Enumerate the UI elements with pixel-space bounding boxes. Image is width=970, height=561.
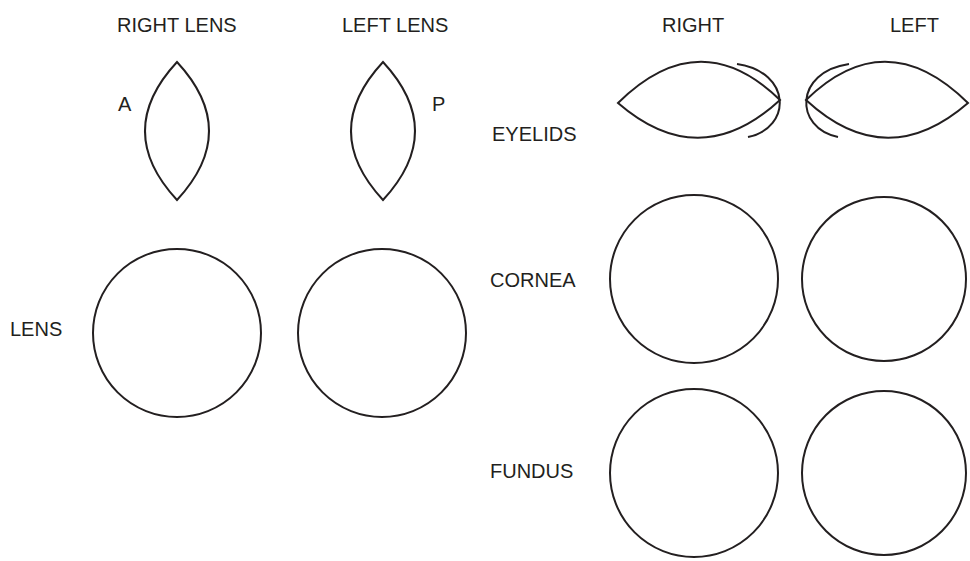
view-label: P: [432, 93, 445, 115]
view-label: LENS: [10, 318, 62, 340]
fundus-circle: [610, 389, 778, 557]
view-label: A: [118, 93, 131, 115]
view-label: FUNDUS: [490, 460, 573, 482]
lens-circle: [298, 249, 466, 417]
cornea-circle: [610, 195, 778, 363]
view-label: LEFT LENS: [342, 14, 448, 36]
eyelid-outline: [806, 62, 968, 138]
view-label: EYELIDS: [492, 123, 576, 145]
cornea-circle: [802, 197, 966, 361]
lens-profile: [145, 62, 209, 200]
view-label: RIGHT LENS: [117, 14, 237, 36]
fundus-circle: [802, 391, 966, 555]
view-label: CORNEA: [490, 269, 576, 291]
lens-profile: [351, 62, 415, 200]
view-label: LEFT: [890, 14, 939, 36]
view-label: RIGHT: [662, 14, 724, 36]
eyelid-outline: [618, 62, 780, 138]
lens-circle: [93, 249, 261, 417]
